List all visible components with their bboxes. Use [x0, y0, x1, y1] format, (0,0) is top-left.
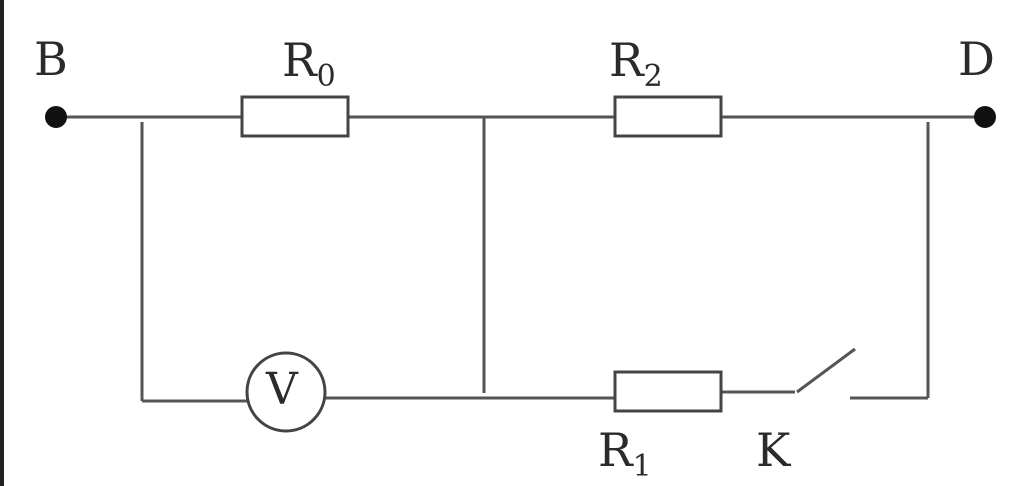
- resistor-label-r2-sub: 2: [644, 59, 663, 94]
- resistor-r0: [240, 95, 350, 138]
- voltmeter-symbol: V: [265, 364, 299, 415]
- node-label-d: D: [958, 32, 995, 86]
- resistor-label-r2-letter: R: [609, 33, 645, 87]
- switch-label-k: K: [756, 423, 792, 477]
- terminal-b: [45, 106, 67, 128]
- switch-blade: [796, 347, 856, 394]
- resistor-label-r1-sub: 1: [633, 449, 652, 484]
- voltmeter-circle: [245, 351, 327, 433]
- resistor-label-r0: R0: [282, 33, 336, 94]
- resistor-label-r2: R2: [609, 33, 663, 94]
- node-label-b: B: [34, 32, 68, 86]
- resistor-r1: [613, 370, 723, 413]
- resistor-label-r0-letter: R: [282, 33, 318, 87]
- resistor-label-r1: R1: [598, 423, 652, 484]
- resistor-label-r0-sub: 0: [317, 59, 336, 94]
- resistor-r2: [613, 95, 723, 138]
- terminal-d: [974, 106, 996, 128]
- resistor-label-r1-letter: R: [598, 423, 634, 477]
